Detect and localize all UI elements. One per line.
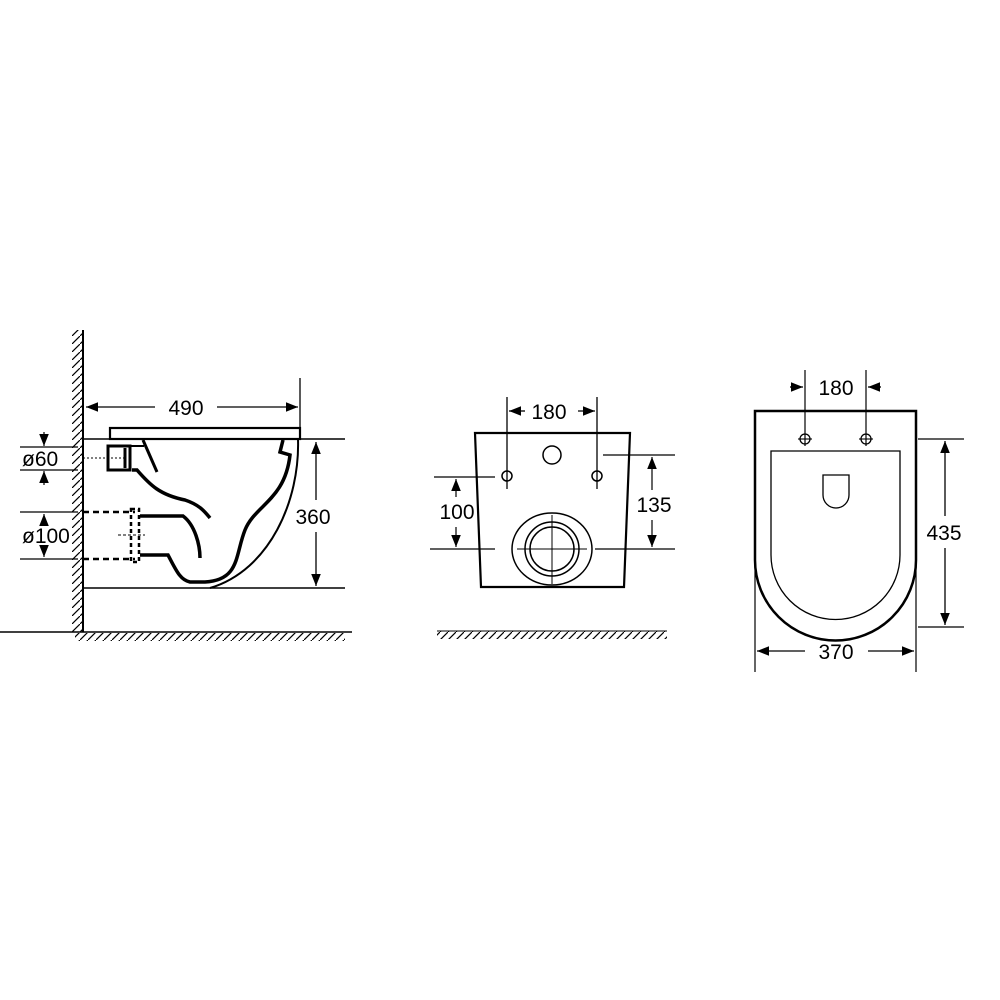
dim-top-length: 435 [926, 522, 961, 545]
bowl-inner [140, 439, 292, 584]
dim-outlet-diameter: ø100 [22, 525, 70, 548]
dim-height-360: 360 [295, 506, 330, 529]
floor-hatch [75, 633, 345, 641]
seat [108, 426, 302, 441]
rear-view: 180 100 135 [430, 397, 675, 639]
dim-top-to-outlet: 135 [636, 494, 671, 517]
dim-bolt-to-outlet: 100 [439, 501, 474, 524]
wall-hatch [72, 330, 82, 632]
rear-body [473, 431, 632, 589]
rear-floor-hatch [437, 631, 667, 639]
bowl-outer [209, 438, 300, 589]
dim-top-bolt-spacing: 180 [818, 377, 853, 400]
side-view: 490 360 ø60 ø100 [0, 330, 352, 641]
top-inner-seat [770, 450, 901, 621]
dim-depth-490: 490 [168, 397, 203, 420]
top-view: 180 370 435 [753, 370, 964, 672]
dim-rear-bolt-spacing: 180 [531, 401, 566, 424]
dim-inlet-diameter: ø60 [22, 448, 58, 471]
dim-top-width: 370 [818, 641, 853, 664]
top-outer [753, 409, 918, 642]
